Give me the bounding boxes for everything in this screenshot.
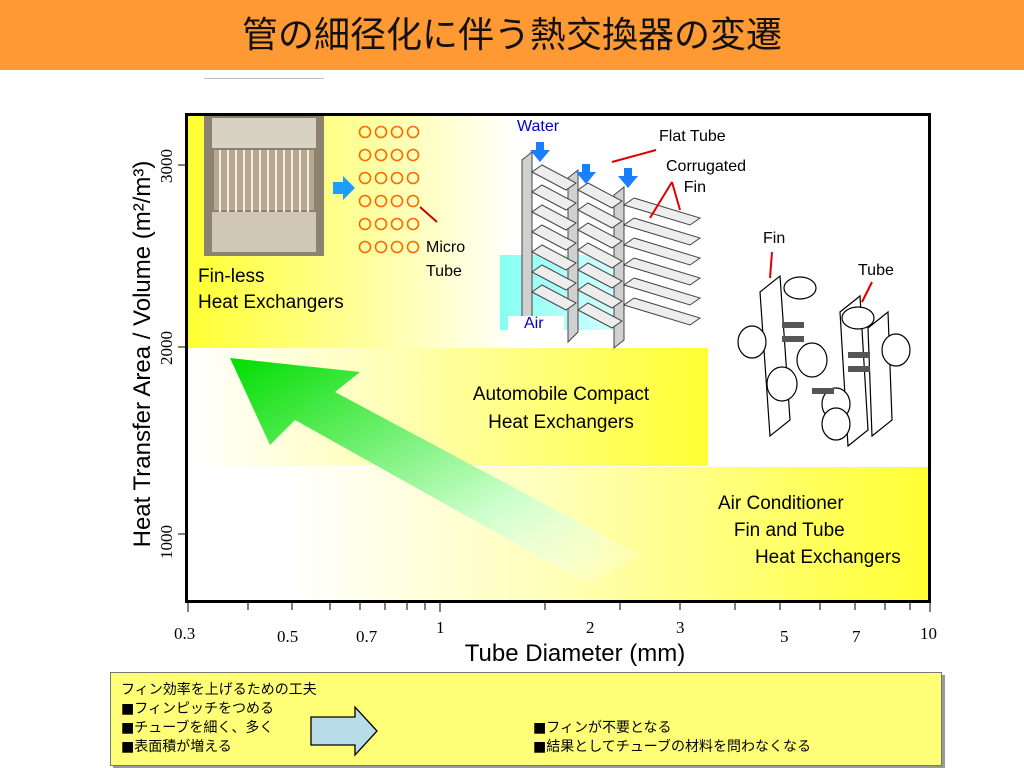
ytick-3000: 3000	[157, 149, 176, 183]
xtick-2: 2	[586, 618, 595, 637]
fin-tube-drawing	[737, 251, 911, 448]
right-arrow-icon	[310, 705, 378, 757]
label-aircon: Air Conditioner Fin and Tube Heat Exchan…	[718, 493, 901, 568]
note-line-1: フィン効率を上げるための工夫	[121, 682, 317, 698]
note-line-5: ■フィンが不要となる	[533, 720, 672, 736]
note-line-2: ■フィンピッチをつめる	[121, 701, 274, 717]
compact-hx-drawing	[500, 142, 702, 350]
xtick-5: 5	[780, 627, 789, 646]
note-line-6: ■結果としてチューブの材料を問わなくなる	[533, 739, 811, 755]
xtick-10: 10	[920, 624, 937, 643]
micro-tube-pointer	[419, 206, 438, 223]
label-fin: Fin	[763, 230, 786, 247]
label-tube: Tube	[858, 262, 894, 279]
xtick-1: 1	[436, 618, 445, 637]
trend-arrow	[230, 358, 640, 585]
label-corrugated-fin: Corrugated Fin	[666, 158, 747, 196]
xtick-0.3: 0.3	[174, 624, 196, 643]
y-axis-label: Heat Transfer Area / Volume (m²/m³)	[129, 160, 156, 548]
note-line-4: ■表面積が増える	[121, 739, 232, 755]
divider-line	[204, 78, 324, 79]
page-title: 管の細径化に伴う熱交換器の変遷	[241, 15, 782, 56]
band-aircon	[288, 467, 928, 600]
label-automobile: Automobile Compact Heat Exchangers	[472, 384, 650, 433]
finless-photo	[204, 116, 324, 256]
note-box: フィン効率を上げるための工夫 ■フィンピッチをつめる ■チューブを細く、多く ■…	[110, 672, 942, 766]
xtick-7: 7	[852, 627, 861, 646]
title-bar	[0, 0, 1024, 70]
label-water: Water	[517, 118, 560, 135]
axis-ticks	[178, 164, 931, 612]
xtick-0.5: 0.5	[277, 627, 299, 646]
flow-arrow-icon	[333, 176, 355, 200]
xtick-3: 3	[676, 618, 685, 637]
label-flat-tube: Flat Tube	[659, 128, 726, 145]
xtick-0.7: 0.7	[356, 627, 378, 646]
note-line-3: ■チューブを細く、多く	[121, 720, 274, 736]
x-axis-label: Tube Diameter (mm)	[464, 640, 686, 667]
label-finless: Fin-less Heat Exchangers	[198, 266, 344, 313]
micro-tube-array	[358, 125, 420, 254]
ytick-1000: 1000	[157, 525, 176, 559]
ytick-2000: 2000	[157, 331, 176, 365]
label-air: Air	[524, 315, 544, 332]
label-micro-tube: Micro Tube	[426, 239, 466, 280]
